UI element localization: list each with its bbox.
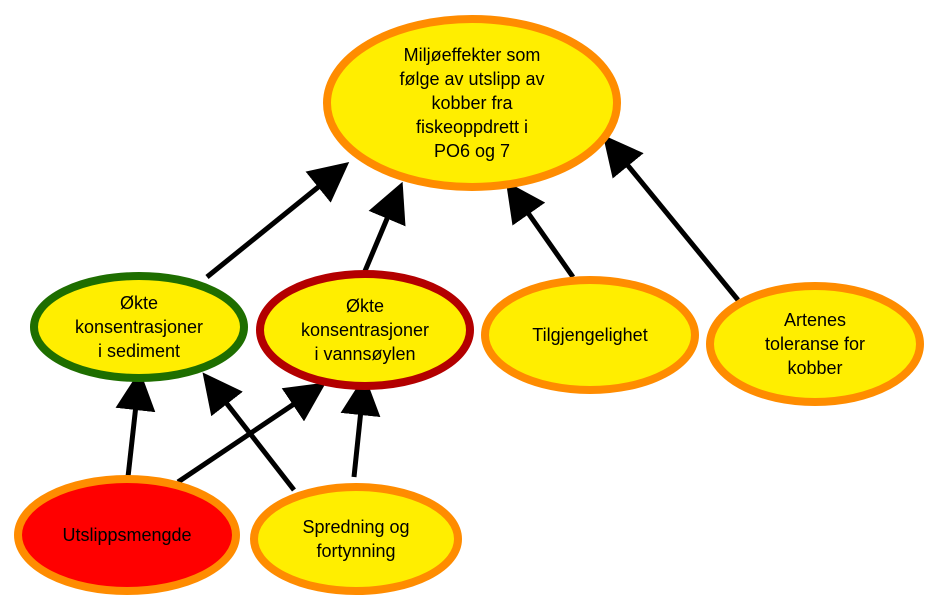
- arrow-water-to-top: [362, 181, 406, 272]
- node-emission-ellipse: [14, 475, 240, 595]
- arrow-emission-to-sediment: [115, 370, 156, 478]
- arrow-dispersion-to-sediment: [202, 372, 296, 492]
- arrow-sediment-to-top: [205, 161, 350, 279]
- node-water-ellipse: [256, 270, 474, 390]
- nodes-layer: [14, 15, 924, 595]
- node-top-ellipse: [323, 15, 621, 191]
- node-dispersion-ellipse: [250, 483, 462, 595]
- arrows-layer: [115, 134, 740, 492]
- node-tolerance-ellipse: [706, 282, 924, 406]
- arrow-emission-to-water: [176, 382, 327, 485]
- node-availability-ellipse: [481, 276, 699, 394]
- arrow-availability-to-top: [505, 181, 576, 279]
- arrow-tolerance-to-top: [602, 134, 740, 302]
- node-sediment-ellipse: [30, 272, 248, 382]
- arrow-dispersion-to-water: [340, 375, 381, 478]
